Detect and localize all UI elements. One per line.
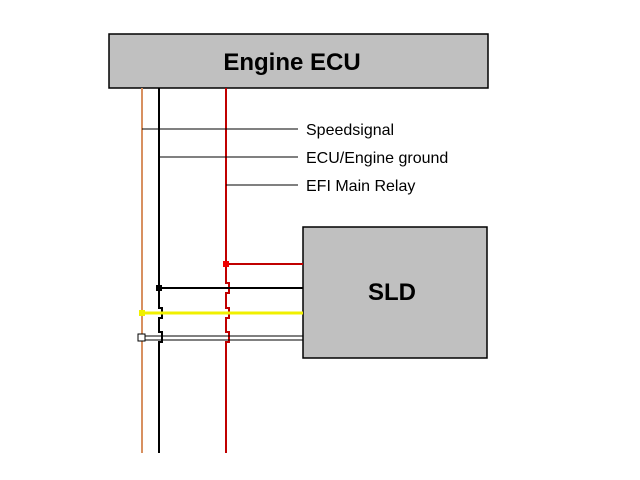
engine-ecu-box <box>108 33 489 89</box>
relay-label: EFI Main Relay <box>306 178 415 195</box>
sld-box <box>302 226 488 359</box>
speed-label: Speedsignal <box>306 122 394 139</box>
speed-junction <box>137 333 146 342</box>
ground-wire <box>158 88 163 453</box>
ground-junction <box>156 285 162 291</box>
sld-title: SLD <box>368 279 416 306</box>
engine-ecu-title: Engine ECU <box>223 49 360 76</box>
ground-label: ECU/Engine ground <box>306 150 448 167</box>
relay-wire <box>225 88 230 453</box>
relay-junction <box>223 261 229 267</box>
yellow-junction <box>139 310 145 316</box>
